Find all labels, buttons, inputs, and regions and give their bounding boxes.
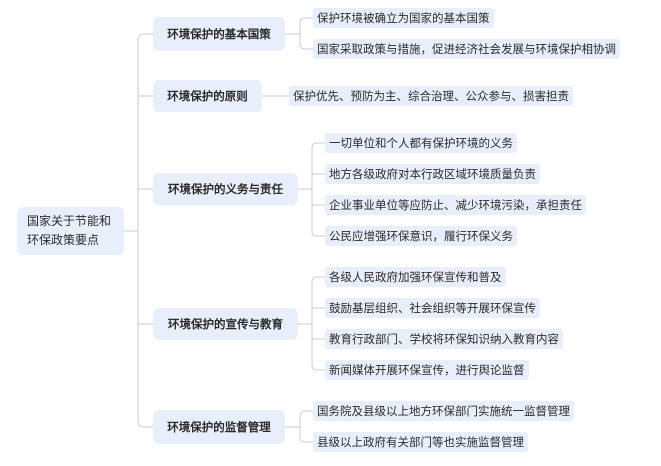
leaf-item[interactable]: 各级人民政府加强环保宣传和普及	[325, 267, 506, 287]
leaf-item[interactable]: 国务院及县级以上地方环保部门实施统一监督管理	[313, 401, 574, 421]
branch-label: 环境保护的原则	[167, 89, 248, 103]
branch-duties-responsibilities[interactable]: 环境保护的义务与责任	[153, 173, 298, 205]
leaf-label: 新闻媒体开展环保宣传，进行舆论监督	[329, 363, 525, 377]
leaf-connector	[299, 410, 313, 417]
leaf-item[interactable]: 保护环境被确立为国家的基本国策	[313, 8, 494, 28]
branch-label: 环境保护的监督管理	[167, 420, 271, 434]
leaf-connector	[299, 43, 313, 50]
branch-label: 环境保护的基本国策	[167, 27, 271, 41]
branch-label: 环境保护的义务与责任	[168, 182, 283, 196]
leaf-item[interactable]: 地方各级政府对本行政区域环境质量负责	[325, 164, 540, 184]
branch-basic-policy[interactable]: 环境保护的基本国策	[153, 17, 285, 51]
leaf-item[interactable]: 公民应增强环保意识，履行环保义务	[325, 226, 517, 246]
leaf-label: 保护环境被确立为国家的基本国策	[317, 11, 490, 25]
leaf-item[interactable]: 新闻媒体开展环保宣传，进行舆论监督	[325, 360, 529, 380]
leaf-label: 鼓励基层组织、社会组织等开展环保宣传	[329, 301, 536, 315]
leaf-label: 保护优先、预防为主、综合治理、公众参与、损害担责	[293, 89, 569, 103]
root-topic-label: 国家关于节能和环保政策要点	[27, 214, 112, 247]
leaf-label: 地方各级政府对本行政区域环境质量负责	[329, 167, 536, 181]
leaf-label: 教育行政部门、学校将环保知识纳入教育内容	[329, 332, 559, 346]
leaf-item[interactable]: 企业事业单位等应防止、减少环境污染，承担责任	[325, 195, 586, 215]
leaf-item[interactable]: 鼓励基层组织、社会组织等开展环保宣传	[325, 298, 540, 318]
branch-supervision-management[interactable]: 环境保护的监督管理	[153, 410, 285, 444]
branch-connector	[137, 420, 153, 428]
leaf-label: 国务院及县级以上地方环保部门实施统一监督管理	[317, 404, 570, 418]
leaf-connector	[311, 364, 325, 371]
leaf-item[interactable]: 一切单位和个人都有保护环境的义务	[325, 133, 517, 153]
leaf-label: 国家采取政策与措施，促进经济社会发展与环境保护相协调	[317, 42, 616, 56]
leaf-label: 一切单位和个人都有保护环境的义务	[329, 136, 513, 150]
branch-principles[interactable]: 环境保护的原则	[153, 80, 262, 112]
leaf-item[interactable]: 保护优先、预防为主、综合治理、公众参与、损害担责	[289, 86, 573, 106]
branch-connector	[137, 33, 153, 41]
leaf-item[interactable]: 教育行政部门、学校将环保知识纳入教育内容	[325, 329, 563, 349]
leaf-connector	[311, 276, 325, 283]
leaf-label: 各级人民政府加强环保宣传和普及	[329, 270, 502, 284]
leaf-item[interactable]: 国家采取政策与措施，促进经济社会发展与环境保护相协调	[313, 39, 620, 59]
leaf-item[interactable]: 县级以上政府有关部门等也实施监督管理	[313, 432, 528, 452]
leaf-connector	[299, 17, 313, 24]
leaf-connector	[299, 436, 313, 443]
leaf-connector	[311, 230, 325, 237]
leaf-label: 公民应增强环保意识，履行环保义务	[329, 229, 513, 243]
leaf-label: 县级以上政府有关部门等也实施监督管理	[317, 435, 524, 449]
branch-label: 环境保护的宣传与教育	[168, 317, 283, 331]
leaf-label: 企业事业单位等应防止、减少环境污染，承担责任	[329, 198, 582, 212]
root-topic[interactable]: 国家关于节能和环保政策要点	[17, 207, 124, 255]
leaf-connector	[311, 142, 325, 149]
branch-publicity-education[interactable]: 环境保护的宣传与教育	[153, 308, 298, 340]
